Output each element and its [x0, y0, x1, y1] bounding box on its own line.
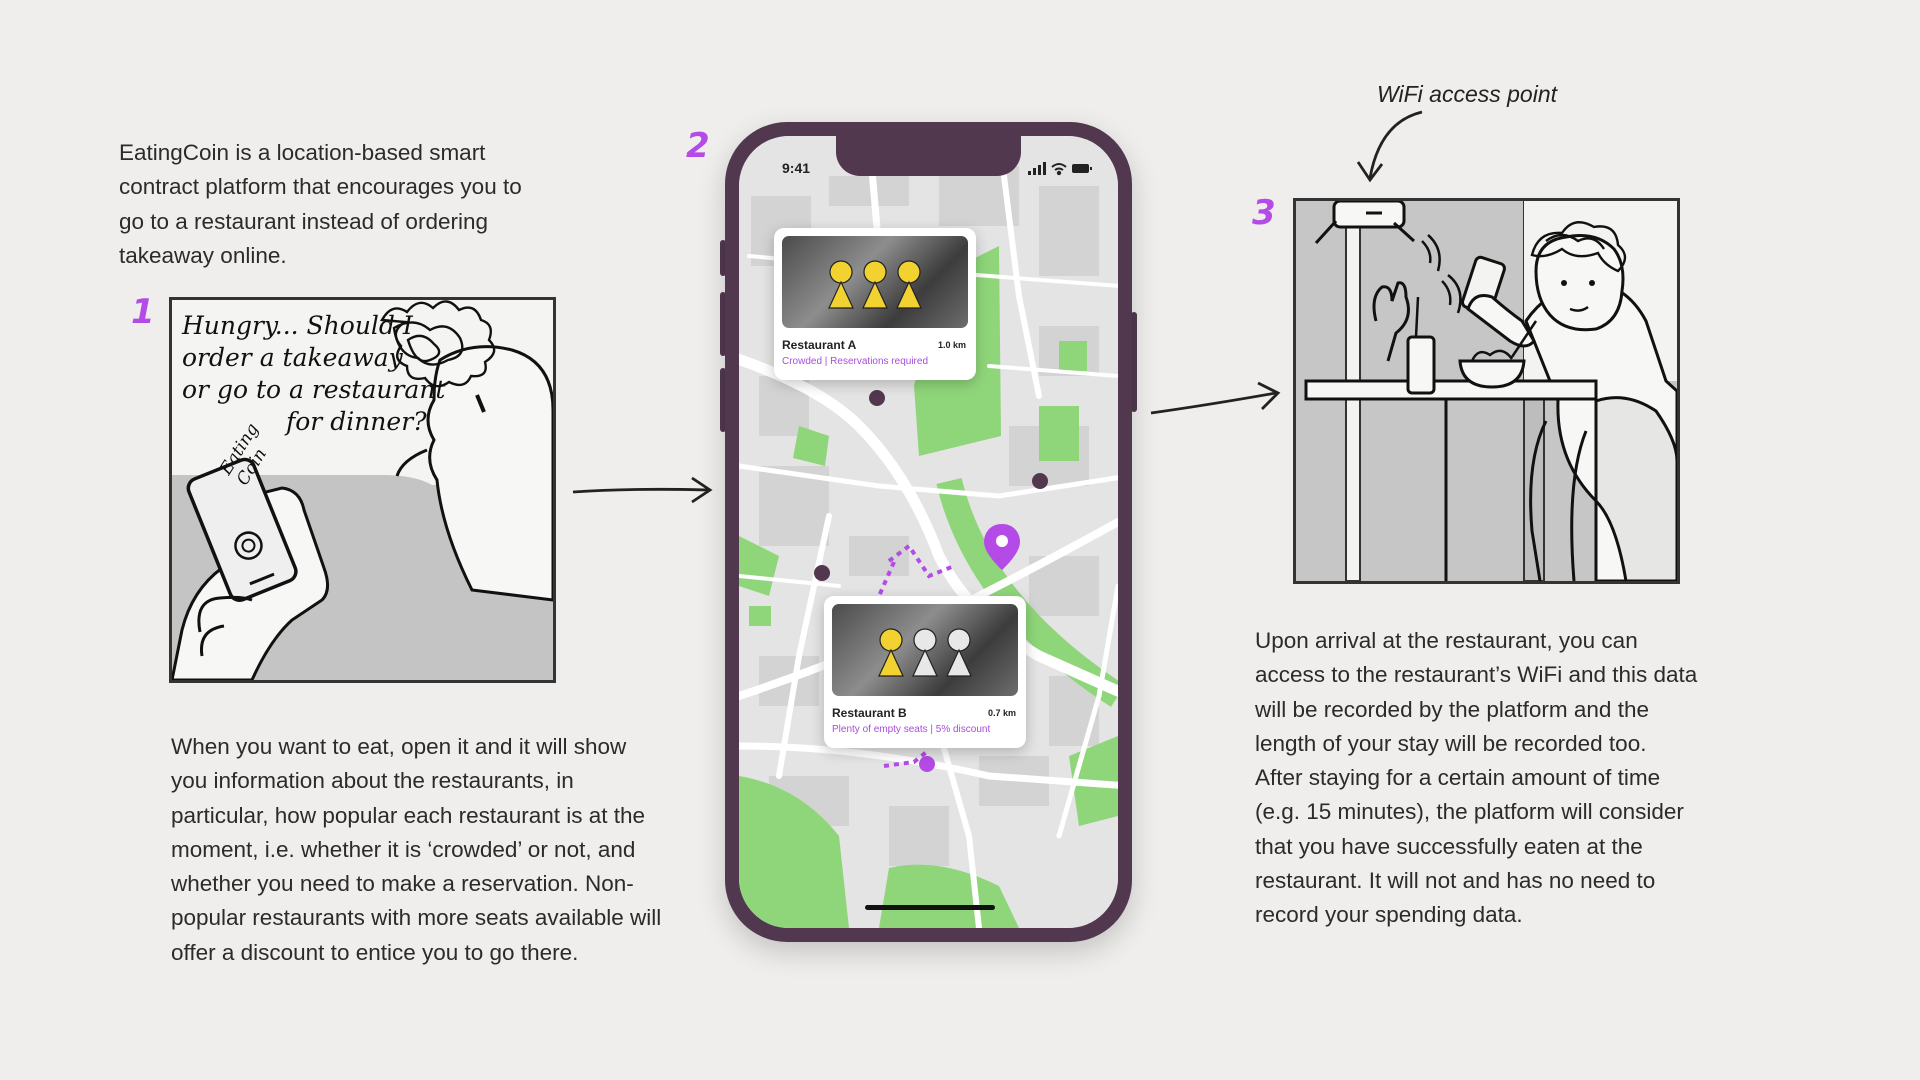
- step3-line: length of your stay will be recorded too…: [1255, 730, 1647, 756]
- phone-side-button: [720, 368, 726, 432]
- speech-line: Hungry... Should I: [182, 311, 413, 340]
- intro-line: contract platform that encourages you to: [119, 174, 522, 200]
- speech-line: for dinner?: [286, 407, 427, 436]
- wifi-router-icon: [1314, 201, 1416, 245]
- restaurant-a-photo: [782, 236, 968, 328]
- wifi-pointer-arrow: [1356, 110, 1423, 183]
- restaurant-b-status: Plenty of empty seats | 5% discount: [832, 724, 991, 735]
- restaurant-b-photo: [832, 604, 1018, 696]
- phone-side-button: [720, 240, 726, 276]
- arrow-to-step-2: [572, 476, 713, 504]
- step1-line: moment, i.e. whether it is ‘crowded’ or …: [171, 836, 636, 862]
- step3-line: After staying for a certain amount of ti…: [1255, 765, 1661, 791]
- map-marker: [814, 565, 830, 581]
- current-location-pin-icon: [984, 524, 1020, 570]
- step3-line: (e.g. 15 minutes), the platform will con…: [1255, 799, 1684, 825]
- step3-line: Upon arrival at the restaurant, you can: [1255, 628, 1638, 653]
- seat-occupancy-b: [876, 628, 976, 688]
- speech-bubble: Hungry... Should I order a takeaway or g…: [182, 310, 445, 438]
- seat-occupancy-a: [826, 260, 926, 320]
- panel-1-illustration: [172, 300, 553, 680]
- restaurant-card-b[interactable]: Restaurant B 0.7 km Plenty of empty seat…: [824, 596, 1026, 748]
- intro-paragraph: EatingCoin is a location-based smart con…: [119, 136, 522, 273]
- intro-line: takeaway online.: [119, 242, 287, 268]
- panel-3-illustration: [1296, 201, 1677, 581]
- step-number-2: 2: [686, 126, 710, 166]
- step1-line: When you want to eat, open it and it wil…: [171, 734, 627, 759]
- step3-line: that you have successfully eaten at the: [1255, 833, 1643, 859]
- restaurant-a-name: Restaurant A: [782, 338, 857, 352]
- phone-power-button: [1131, 312, 1137, 412]
- comic-panel-3: [1293, 198, 1680, 584]
- battery-icon: [1072, 164, 1092, 173]
- step-number-1: 1: [131, 292, 155, 332]
- occupied-seat-icon: [894, 260, 924, 316]
- step-1-description: When you want to eat, open it and it wil…: [171, 730, 661, 970]
- map-marker: [1032, 473, 1048, 489]
- wifi-status-icon: [1051, 163, 1067, 176]
- phone-notch: [836, 136, 1021, 176]
- step3-line: will be recorded by the platform and the: [1255, 696, 1649, 722]
- step1-line: particular, how popular each restaurant …: [171, 802, 646, 828]
- intro-line: go to a restaurant instead of ordering: [119, 208, 488, 234]
- step3-line: record your spending data.: [1255, 902, 1523, 928]
- arrow-to-step-3: [1150, 381, 1281, 415]
- step3-line: restaurant. It will not and has no need …: [1255, 868, 1656, 894]
- empty-seat-icon: [944, 628, 974, 684]
- intro-line: EatingCoin is a location-based smart: [119, 140, 486, 165]
- home-indicator: [865, 905, 995, 910]
- restaurant-a-distance: 1.0 km: [937, 340, 966, 350]
- phone-side-button: [720, 292, 726, 356]
- status-icons: [1028, 162, 1092, 176]
- restaurant-b-distance: 0.7 km: [987, 708, 1016, 718]
- step-3-description: Upon arrival at the restaurant, you can …: [1255, 624, 1697, 933]
- occupied-seat-icon: [860, 260, 890, 316]
- signal-icon: [1028, 162, 1046, 175]
- map-marker: [919, 756, 935, 772]
- phone-screen: Restaurant A 1.0 km Crowded | Reservatio…: [739, 136, 1118, 928]
- step-number-3: 3: [1252, 193, 1276, 233]
- wifi-label: WiFi access point: [1377, 81, 1558, 107]
- occupied-seat-icon: [876, 628, 906, 684]
- speech-line: order a takeaway: [182, 343, 403, 372]
- step3-line: access to the restaurant’s WiFi and this…: [1255, 662, 1698, 688]
- speech-line: or go to a restaurant: [182, 375, 446, 404]
- restaurant-b-name: Restaurant B: [832, 706, 907, 720]
- step1-line: popular restaurants with more seats avai…: [171, 905, 662, 931]
- restaurant-a-status: Crowded | Reservations required: [782, 356, 929, 367]
- occupied-seat-icon: [826, 260, 856, 316]
- comic-panel-1: Hungry... Should I order a takeaway or g…: [169, 297, 556, 683]
- status-time: 9:41: [782, 160, 811, 176]
- restaurant-card-a[interactable]: Restaurant A 1.0 km Crowded | Reservatio…: [774, 228, 976, 380]
- map-marker: [869, 390, 885, 406]
- step1-line: whether you need to make a reservation. …: [171, 871, 634, 897]
- wifi-signal-icon: [1421, 234, 1462, 314]
- empty-seat-icon: [910, 628, 940, 684]
- step1-line: offer a discount to entice you to go the…: [171, 939, 579, 965]
- step1-line: you information about the restaurants, i…: [171, 768, 574, 794]
